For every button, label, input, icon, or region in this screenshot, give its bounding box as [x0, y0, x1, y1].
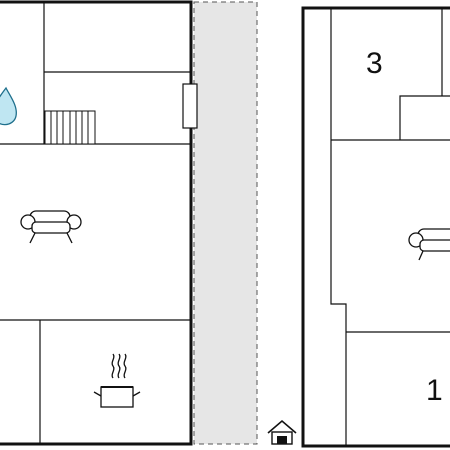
water-drop-icon: [0, 86, 17, 126]
wall: [399, 95, 450, 140]
sofa-icon: [408, 228, 450, 261]
left-building: [0, 0, 198, 446]
sofa-icon: [20, 210, 82, 244]
right-building: [301, 6, 450, 448]
left-building-outer-wall: [0, 0, 193, 446]
room-number: 3: [366, 47, 383, 80]
house-entrance-icon: [267, 419, 297, 445]
room-number: 1: [426, 374, 443, 407]
right-building-outer-wall: [301, 6, 450, 448]
door: [182, 83, 198, 129]
wall: [330, 8, 347, 446]
cooking-pot-icon: [93, 353, 141, 408]
outdoor-area: [193, 1, 258, 445]
stairs-icon: [44, 110, 96, 145]
